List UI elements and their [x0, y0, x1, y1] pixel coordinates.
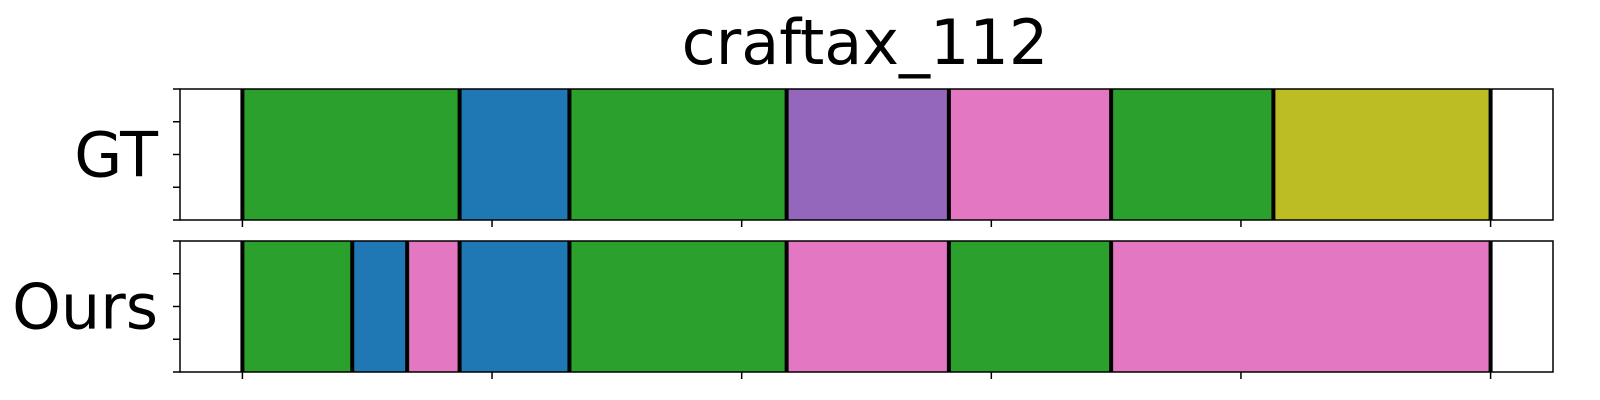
segment-bar [948, 241, 1112, 372]
row-label-ours: Ours [12, 271, 158, 344]
segment-bar [1273, 89, 1491, 220]
segment-bar [459, 89, 570, 220]
segment-bar [786, 89, 949, 220]
row-gt: GT [74, 88, 1554, 227]
segment-bar [569, 89, 787, 220]
segment-bar [569, 241, 787, 372]
row-label-gt: GT [74, 119, 159, 192]
rows-layer: GT Ours [12, 88, 1554, 379]
segment-bar [948, 89, 1112, 220]
row-ours: Ours [12, 240, 1554, 379]
segment-bar [242, 241, 353, 372]
chart-title: craftax_112 [682, 6, 1049, 79]
segment-bar [786, 241, 949, 372]
segment-bar [242, 89, 460, 220]
segment-bar [1111, 89, 1274, 220]
segment-bar [352, 241, 408, 372]
segment-bar [459, 241, 570, 372]
segment-bar [1111, 241, 1491, 372]
segment-bar [407, 241, 460, 372]
